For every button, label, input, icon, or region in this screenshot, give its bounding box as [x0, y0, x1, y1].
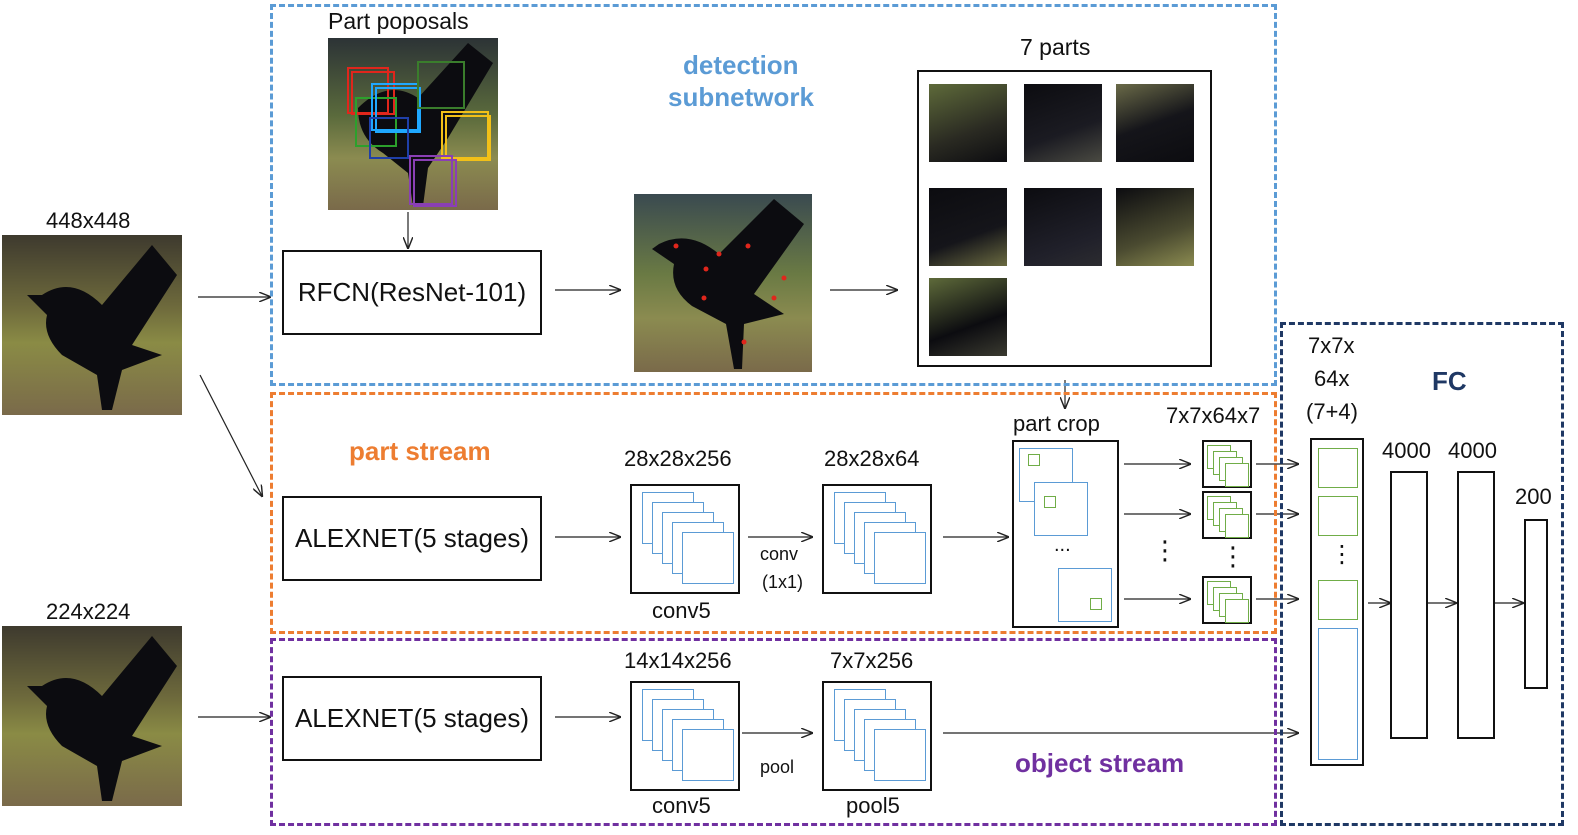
parts-panel — [917, 70, 1212, 367]
concat-part-slot-2 — [1318, 496, 1358, 536]
part-proposals-image — [328, 38, 498, 210]
rfcn-label: RFCN(ResNet-101) — [297, 277, 527, 307]
part-stream-title: part stream — [349, 436, 491, 466]
part-crop-box: ... — [1012, 440, 1119, 628]
fc1-layer — [1390, 471, 1428, 739]
part-crop-1 — [929, 84, 1007, 162]
rfcn-box: RFCN(ResNet-101) — [282, 250, 542, 335]
part-crop-2 — [1024, 84, 1102, 162]
part-crop-3 — [1116, 84, 1194, 162]
fc-title: FC — [1432, 366, 1467, 396]
concat-vdots: ⋮ — [1330, 541, 1354, 568]
keypoint-overlay — [652, 199, 804, 369]
bird-illustration — [27, 636, 177, 801]
part-alexnet-label: ALEXNET(5 stages) — [294, 523, 530, 553]
object-fm2-dims: 7x7x256 — [830, 648, 914, 673]
concat-dims-line1: 7x7x — [1308, 333, 1355, 358]
object-stream-region — [270, 638, 1277, 826]
part-crop-5 — [1024, 188, 1102, 266]
detection-title-line1: detection — [683, 50, 799, 80]
concat-part-slot-7 — [1318, 580, 1358, 620]
part-crop-6 — [1116, 188, 1194, 266]
part-feature-1 — [1202, 440, 1252, 488]
object-fm1-box — [630, 681, 740, 791]
fc3-layer — [1524, 519, 1548, 689]
concat-dims-line2: 64x — [1314, 366, 1350, 391]
proposal-boxes — [347, 43, 493, 207]
crop-vdots: ⋮ — [1152, 535, 1178, 565]
arrow-input-to-part-alexnet — [199, 374, 262, 496]
input-image-224 — [2, 626, 182, 806]
object-alexnet-label: ALEXNET(5 stages) — [294, 703, 530, 733]
fc2-size: 4000 — [1448, 438, 1497, 463]
crop-ellipsis: ... — [1054, 534, 1071, 556]
part-feature-2 — [1202, 491, 1252, 539]
input-size-448: 448x448 — [46, 208, 131, 233]
detection-subnetwork-region — [270, 4, 1277, 386]
concat-vector: ⋮ — [1310, 438, 1364, 766]
object-fm1-caption: conv5 — [652, 793, 711, 818]
part-fm1-dims: 28x28x256 — [624, 446, 732, 471]
fc1-size: 4000 — [1382, 438, 1431, 463]
concat-object-slot — [1318, 628, 1358, 760]
object-fm2-caption: pool5 — [846, 793, 900, 818]
detection-title-line2: subnetwork — [668, 82, 814, 112]
object-fm2-box — [822, 681, 932, 791]
concat-part-slot-1 — [1318, 448, 1358, 488]
part-crop-7 — [929, 278, 1007, 356]
object-alexnet-box: ALEXNET(5 stages) — [282, 676, 542, 761]
input-size-224: 224x224 — [46, 599, 131, 624]
part-fm2-box — [822, 484, 932, 594]
part-proposals-label: Part poposals — [328, 8, 469, 34]
concat-dims-line3: (7+4) — [1306, 399, 1358, 424]
parts-count-label: 7 parts — [1020, 34, 1091, 60]
keypoints-image — [634, 194, 812, 372]
part-crop-label: part crop — [1013, 411, 1100, 436]
part-fm1-caption: conv5 — [652, 598, 711, 623]
fc2-layer — [1457, 471, 1495, 739]
part-stream-region — [270, 392, 1277, 634]
part-feature-7 — [1202, 576, 1252, 624]
bird-illustration — [27, 245, 177, 410]
fc3-size: 200 — [1515, 484, 1552, 509]
input-image-448 — [2, 235, 182, 415]
object-fm1-dims: 14x14x256 — [624, 648, 732, 673]
conv-1x1-label: (1x1) — [762, 572, 804, 592]
conv-label: conv — [760, 544, 799, 564]
part-fm2-dims: 28x28x64 — [824, 446, 920, 471]
fc-region — [1280, 322, 1564, 826]
object-stream-title: object stream — [1015, 748, 1185, 778]
part-crop-4 — [929, 188, 1007, 266]
part-features-dims: 7x7x64x7 — [1166, 403, 1261, 428]
pool-label: pool — [760, 757, 795, 777]
part-features-vdots: ⋮ — [1220, 541, 1246, 571]
part-alexnet-box: ALEXNET(5 stages) — [282, 496, 542, 581]
part-fm1-box — [630, 484, 740, 594]
